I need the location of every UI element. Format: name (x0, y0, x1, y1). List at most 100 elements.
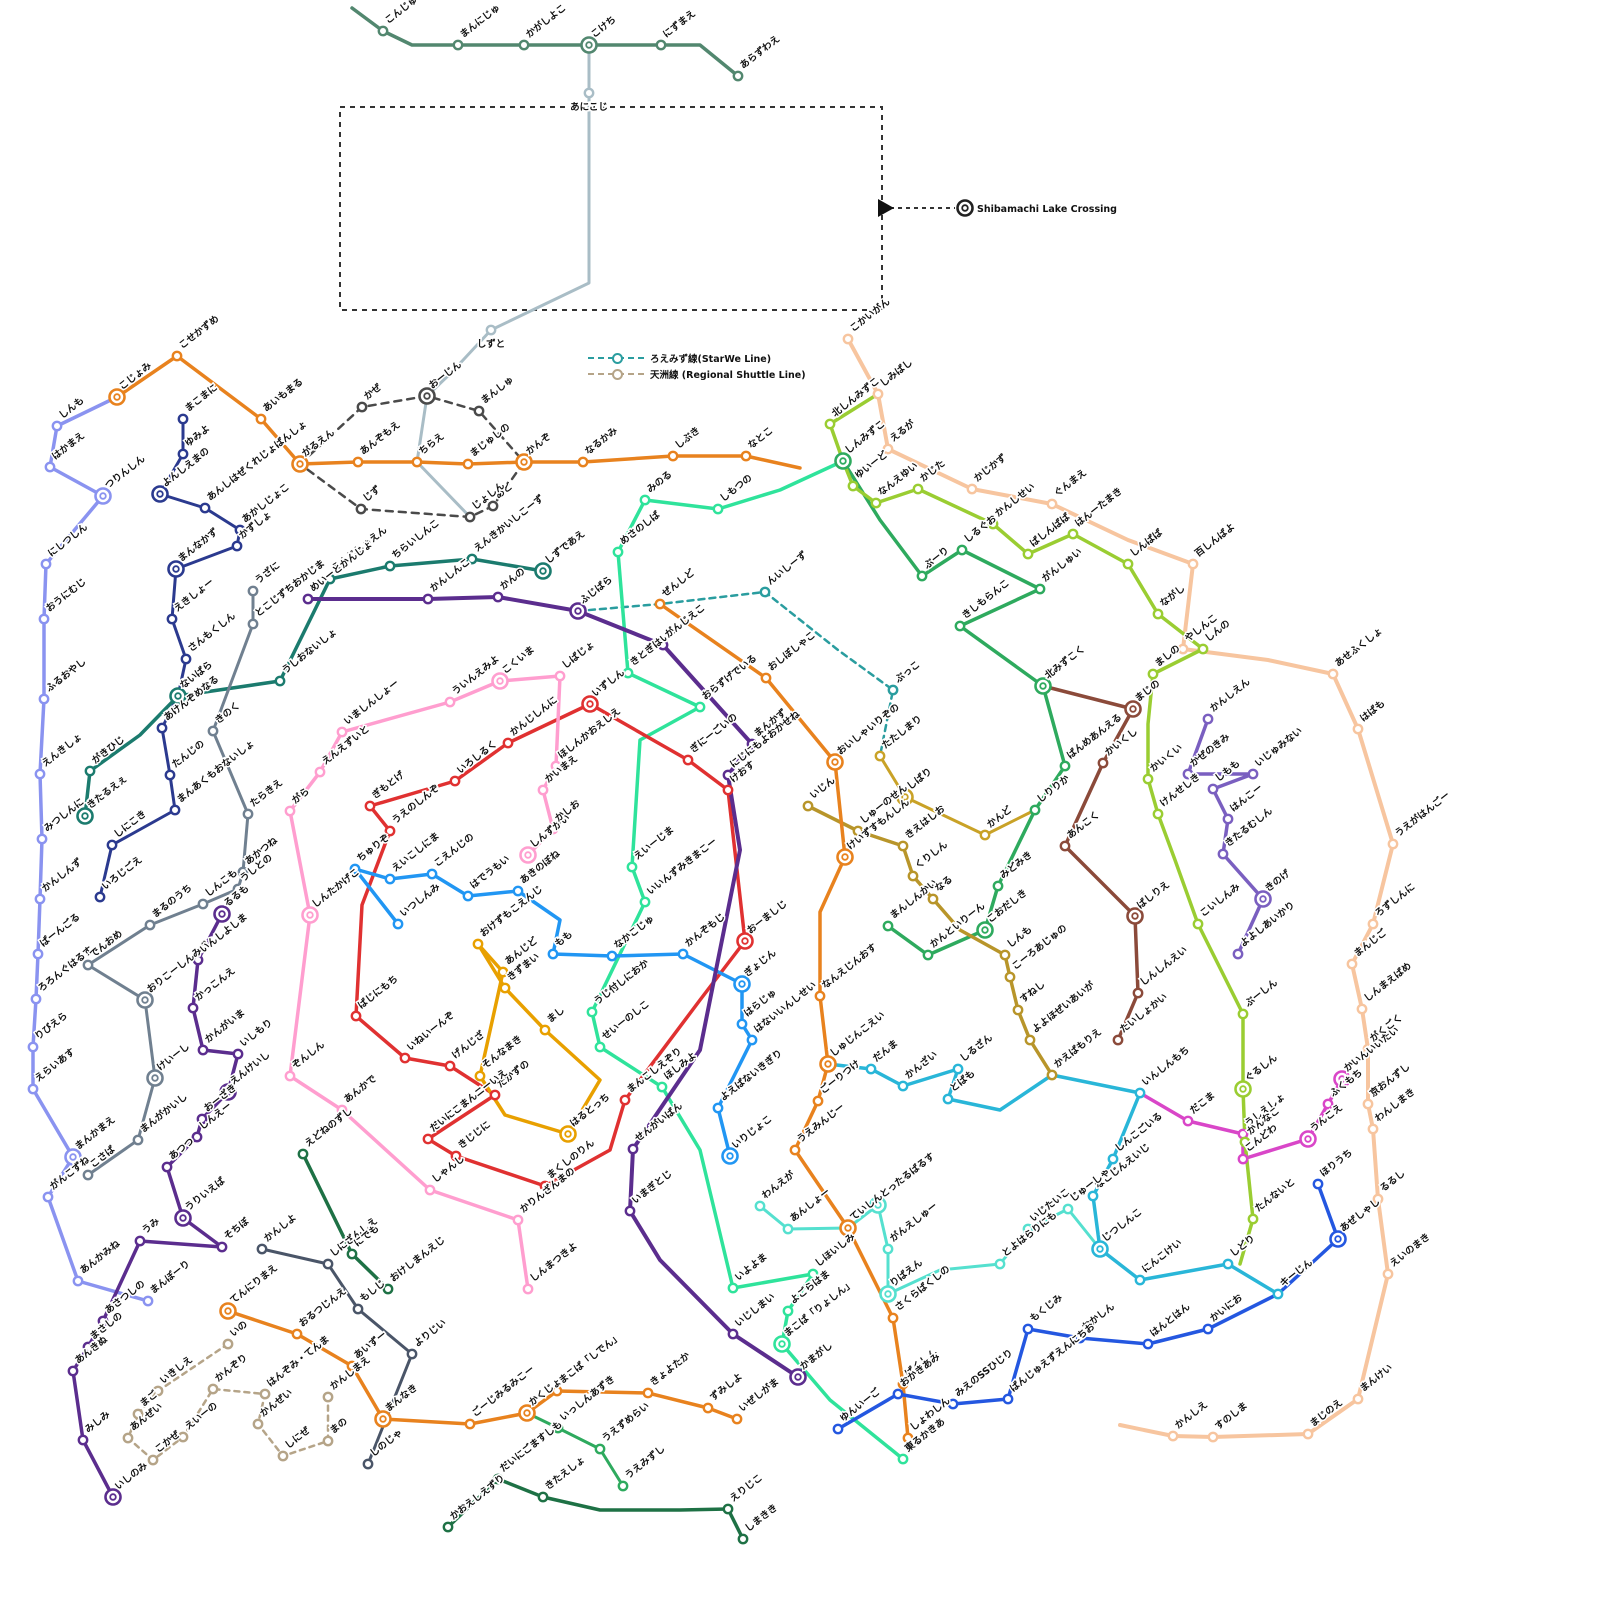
station[interactable] (732, 70, 744, 82)
station-marker[interactable] (832, 1423, 844, 1435)
station[interactable] (122, 1432, 134, 1444)
station[interactable] (819, 1055, 837, 1073)
station[interactable] (694, 701, 706, 713)
station-marker[interactable] (552, 1422, 564, 1434)
station-marker[interactable] (462, 890, 474, 902)
station[interactable] (1167, 1430, 1179, 1442)
station-marker[interactable] (177, 1431, 189, 1443)
station-marker[interactable] (499, 982, 511, 994)
station[interactable] (187, 1002, 199, 1014)
station[interactable] (746, 1034, 758, 1046)
station-marker[interactable] (134, 1235, 146, 1247)
station[interactable] (722, 784, 734, 796)
station[interactable] (897, 1080, 909, 1092)
station-marker[interactable] (1142, 1338, 1154, 1350)
station[interactable] (177, 413, 189, 425)
station-marker[interactable] (187, 1002, 199, 1014)
station[interactable] (736, 932, 754, 950)
station[interactable] (152, 1385, 164, 1397)
station[interactable] (301, 906, 319, 924)
station-marker[interactable] (30, 993, 42, 1005)
station[interactable] (722, 1503, 734, 1515)
station[interactable] (999, 949, 1011, 961)
station-marker[interactable] (1132, 987, 1144, 999)
station[interactable] (1134, 1087, 1146, 1099)
station[interactable] (736, 1018, 748, 1030)
station[interactable] (356, 401, 368, 413)
station-marker[interactable] (594, 1041, 606, 1053)
station[interactable] (1059, 840, 1071, 852)
station[interactable] (702, 1402, 714, 1414)
station[interactable] (847, 480, 859, 492)
station[interactable] (1107, 1153, 1119, 1165)
station-marker[interactable] (82, 1169, 94, 1181)
station-marker[interactable] (656, 1081, 668, 1093)
station-marker[interactable] (682, 754, 694, 766)
station-marker[interactable] (979, 829, 991, 841)
station-marker[interactable] (594, 1443, 606, 1455)
station[interactable] (247, 618, 259, 630)
station[interactable] (1074, 1332, 1086, 1344)
station-marker[interactable] (882, 920, 894, 932)
station[interactable] (554, 670, 566, 682)
station-marker[interactable] (1112, 1034, 1124, 1046)
station-marker[interactable] (852, 825, 864, 837)
station[interactable] (874, 750, 886, 762)
station[interactable] (76, 807, 94, 825)
station-marker[interactable] (84, 765, 96, 777)
station[interactable] (106, 839, 118, 851)
station-marker[interactable] (252, 1418, 264, 1430)
station[interactable] (657, 639, 669, 651)
station-marker[interactable] (284, 805, 296, 817)
station[interactable] (346, 1360, 358, 1372)
station-marker[interactable] (922, 949, 934, 961)
station-marker[interactable] (67, 1365, 79, 1377)
station-marker[interactable] (874, 750, 886, 762)
station-marker[interactable] (442, 1521, 454, 1533)
station[interactable] (740, 450, 752, 462)
station-marker[interactable] (824, 418, 836, 430)
station[interactable] (852, 825, 864, 837)
station-marker[interactable] (322, 1391, 334, 1403)
station-marker[interactable] (654, 598, 666, 610)
station[interactable] (1237, 1153, 1249, 1165)
station-marker[interactable] (489, 1089, 501, 1101)
station[interactable] (907, 870, 919, 882)
station[interactable] (284, 805, 296, 817)
station[interactable] (1152, 808, 1164, 820)
station-marker[interactable] (247, 585, 259, 597)
station-marker[interactable] (177, 413, 189, 425)
station[interactable] (512, 885, 524, 897)
station[interactable] (551, 1385, 563, 1397)
station-marker[interactable] (466, 553, 478, 565)
station[interactable] (746, 738, 758, 750)
station[interactable] (473, 405, 485, 417)
station[interactable] (442, 1521, 454, 1533)
station-marker[interactable] (754, 1200, 766, 1212)
station-marker[interactable] (727, 1282, 739, 1294)
station-marker[interactable] (1046, 1069, 1058, 1081)
station-marker[interactable] (512, 1214, 524, 1226)
station[interactable] (1299, 1130, 1317, 1148)
station-marker[interactable] (732, 70, 744, 82)
station-marker[interactable] (1182, 768, 1194, 780)
station-marker[interactable] (97, 1315, 109, 1327)
station[interactable] (896, 788, 914, 806)
station[interactable] (1352, 1393, 1364, 1405)
station-marker[interactable] (349, 863, 361, 875)
station-marker[interactable] (322, 1435, 334, 1447)
station[interactable] (721, 1147, 739, 1165)
station-marker[interactable] (216, 1241, 228, 1253)
station-marker[interactable] (106, 839, 118, 851)
station[interactable] (539, 1024, 551, 1036)
station-marker[interactable] (694, 701, 706, 713)
station[interactable] (760, 672, 772, 684)
station-marker[interactable] (32, 948, 44, 960)
station-marker[interactable] (657, 639, 669, 651)
station-marker[interactable] (927, 893, 939, 905)
station-marker[interactable] (1152, 608, 1164, 620)
station[interactable] (887, 1312, 899, 1324)
station-marker[interactable] (1004, 971, 1016, 983)
station[interactable] (1387, 838, 1399, 850)
station-marker[interactable] (314, 766, 326, 778)
